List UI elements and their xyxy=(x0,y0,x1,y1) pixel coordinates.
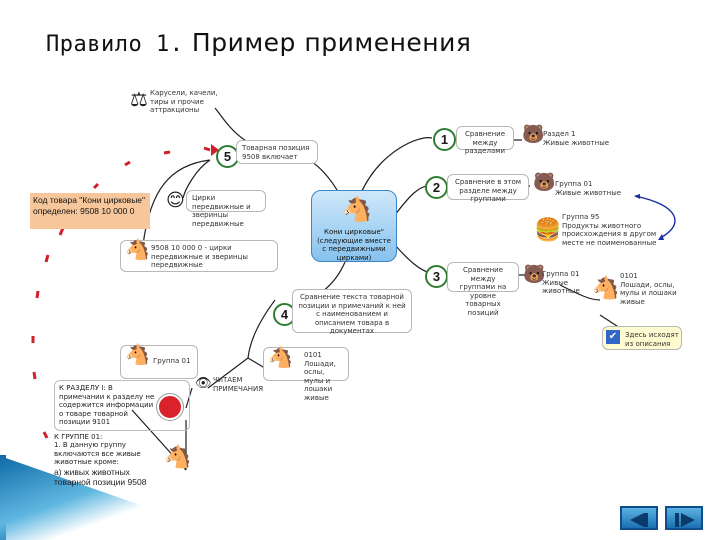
group01-label: Группа 01 xyxy=(153,357,190,365)
rocking-horse-icon: 🐴 xyxy=(125,245,150,254)
step-3-detail2: 0101 Лошади, ослы, мулы и лошаки живые xyxy=(620,272,680,306)
step-1-badge: 1 xyxy=(433,128,456,151)
rocking-horse-icon: 🐴 xyxy=(342,196,372,222)
group-note-head: К ГРУППЕ 01: xyxy=(54,433,196,442)
step-1-detail: Раздел 1 Живые животные xyxy=(543,130,613,147)
rocking-horse-icon: 🐴 xyxy=(268,353,293,362)
code-item-label: 9508 10 000 0 - цирки передвижные и звер… xyxy=(151,244,248,269)
checkmark-icon: ✔ xyxy=(606,330,620,344)
step-3-badge: 3 xyxy=(425,265,448,288)
step-2-badge: 2 xyxy=(425,176,448,199)
step-2-detail2: Группа 95 Продукты животного происхожден… xyxy=(562,213,680,247)
product-code-box: Код товара "Кони цирковые" определен: 95… xyxy=(30,193,150,229)
rocking-horse-icon: 🐴 xyxy=(592,276,619,301)
lower-notes: К РАЗДЕЛУ I: В примечании к разделу не с… xyxy=(54,380,196,488)
arrow-right-bar xyxy=(675,513,679,527)
center-node-label: Кони цирковые" (следующие вместе с перед… xyxy=(317,228,391,262)
group01-box: 🐴 Группа 01 xyxy=(120,345,198,379)
circus-box: Цирки передвижные и зверинцы передвижные xyxy=(186,190,266,212)
arrow-right-icon xyxy=(681,513,695,527)
code-item-box: 🐴 9508 10 000 0 - цирки передвижные и зв… xyxy=(120,240,278,272)
arrow-left-bar xyxy=(644,513,648,527)
section-note-box: К РАЗДЕЛУ I: В примечании к разделу не с… xyxy=(54,380,190,431)
step-4-box: Сравнение текста товарной позиции и прим… xyxy=(292,289,412,333)
arrow-left-icon xyxy=(630,513,644,527)
step-1-box: Сравнение между разделами xyxy=(456,126,514,150)
horses-box: 🐴 0101 Лошади, ослы, мулы и лошаки живые xyxy=(263,347,349,381)
step-3-result-label: Здесь исходят из описания xyxy=(625,331,681,348)
bear-icon: 🐻 xyxy=(522,124,544,145)
prohibited-icon xyxy=(157,394,183,420)
notes-label: ЧИТАЕМ ПРИМЕЧАНИЯ xyxy=(213,376,269,393)
step-3-result: ✔ Здесь исходят из описания xyxy=(602,326,682,350)
step-2-detail: Группа 01 Живые животные xyxy=(555,180,635,197)
bear-icon: 🐻 xyxy=(533,172,555,193)
rocking-horse-icon: 🐴 xyxy=(164,454,191,463)
carousel-text: Карусели, качели, тиры и прочие аттракци… xyxy=(150,89,220,115)
step-5-box: Товарная позиция 9508 включает xyxy=(236,140,318,164)
burger-icon: 🍔 xyxy=(534,218,561,243)
group-note-bold: а) живых животных товарной позиции 9508 xyxy=(54,467,158,488)
next-button[interactable] xyxy=(665,506,703,530)
section-note: К РАЗДЕЛУ I: В примечании к разделу не с… xyxy=(59,384,155,427)
prev-button[interactable] xyxy=(620,506,658,530)
eye-icon: 👁 xyxy=(195,376,212,391)
rocking-horse-icon: 🐴 xyxy=(125,350,150,359)
scales-icon: ⚖ xyxy=(130,87,148,111)
smiley-icon: 😊 xyxy=(166,190,185,211)
step-3-box: Сравнение между группами на уровне товар… xyxy=(447,262,519,292)
group-note-body: 1. В данную группу включаются все живые … xyxy=(54,441,154,467)
step-2-box: Сравнение в этом разделе между группами xyxy=(447,174,529,200)
center-node: 🐴 Кони цирковые" (следующие вместе с пер… xyxy=(311,190,397,262)
